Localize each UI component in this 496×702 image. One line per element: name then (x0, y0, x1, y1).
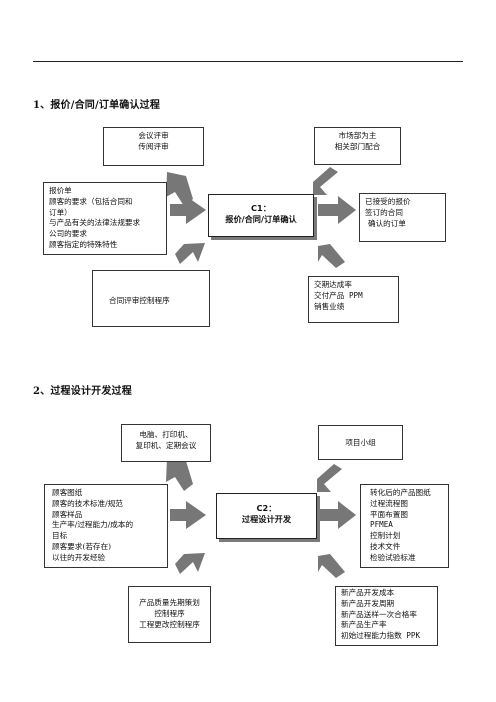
process-box-c1: C1： 报价/合同/订单确认 (208, 194, 314, 237)
box-line: 生产率/过程能力/成本的 (52, 520, 134, 530)
box-line: 电脑、打印机、 (139, 430, 193, 439)
arrow-bottom-left-1 (175, 243, 205, 264)
box-line: 工程更改控制程序 (139, 619, 200, 629)
box-line: 顾客图纸 (52, 488, 83, 497)
box-line: 技术文件 (370, 541, 401, 551)
arrow-bottom-right-1 (318, 244, 345, 268)
arrow-left-2 (170, 501, 206, 529)
box-line: 检验试验标准 (370, 552, 416, 562)
box-line: 与产品有关的法律法规要求 (49, 218, 141, 228)
box-line: 新产品开发成本 (341, 588, 395, 597)
box-line: C2： (256, 503, 277, 513)
box-line: 过程设计开发 (241, 514, 292, 524)
box-line: 以往的开发经验 (52, 552, 106, 562)
box-line: 新产品开发周期 (341, 598, 395, 608)
box-line: 确认的订单 (368, 218, 406, 228)
box-line: 报价单 (49, 186, 72, 195)
who-box-1: 市场部为主 相关部门配合 (314, 127, 401, 165)
box-line: 订单） (49, 207, 72, 217)
box-line: 销售业绩 (314, 301, 345, 311)
inputs-box-1: 报价单 顾客的要求（包括合同和 订单） 与产品有关的法律法规要求 公司的要求 顾… (43, 182, 167, 255)
section2-heading: 2、过程设计开发过程 (33, 386, 132, 397)
box-line: 新产品生产率 (341, 620, 387, 630)
box-line: 顾客要求(若存在) (52, 541, 112, 551)
method-box-2: 产品质量先期策划 控制程序 工程更改控制程序 (128, 586, 211, 643)
box-line: 控制程序 (154, 608, 185, 618)
box-line: 公司的要求 (49, 229, 87, 239)
box-line: 已接受的报价 (365, 197, 411, 206)
box-line: 顾客样品 (52, 509, 83, 519)
box-line: C1： (251, 203, 271, 213)
box-line: 平面布置图 (370, 509, 408, 519)
box-line: 项目小组 (345, 438, 376, 447)
box-line: 传阅评审 (138, 141, 169, 151)
box-line: 初始过程能力指数 PPK (341, 631, 421, 641)
box-line: 复印机、定期会议 (135, 440, 197, 450)
outputs-box-2: 转化后的产品图纸 过程流程图 平面布置图 PFMEA 控制计划 技术文件 检验试… (360, 484, 449, 568)
header-rule (33, 61, 463, 62)
inputs-box-2: 顾客图纸 顾客的技术标准/规范 顾客样品 生产率/过程能力/成本的 目标 顾客要… (44, 484, 168, 568)
who-box-2: 项目小组 (318, 425, 403, 460)
arrow-right-1 (318, 196, 356, 224)
process-box-c2: C2： 过程设计开发 (216, 493, 317, 539)
box-line: 顾客的要求（包括合同和 (49, 196, 133, 206)
box-line: 顾客的技术标准/规范 (52, 498, 123, 508)
kpi-box-1: 交期达成率 交付产品 PPM 销售业绩 (308, 276, 399, 323)
box-line: 交付产品 PPM (314, 290, 363, 300)
outputs-box-1: 已接受的报价 签订的合同 确认的订单 (359, 193, 446, 242)
box-line: 控制计划 (370, 531, 401, 541)
box-line: 产品质量先期策划 (139, 598, 200, 607)
section1-heading: 1、报价/合同/订单确认过程 (33, 100, 161, 111)
box-line: 顾客指定的特殊特性 (49, 239, 118, 249)
box-line: 报价/合同/订单确认 (225, 214, 297, 224)
box-line: 转化后的产品图纸 (370, 488, 431, 497)
arrow-top-right-1 (313, 167, 338, 195)
box-line: 交期达成率 (314, 280, 352, 289)
resources-box-1: 会议评审 传阅评审 (103, 127, 204, 166)
box-line: 市场部为主 (338, 131, 377, 140)
arrow-bottom-right-2 (318, 554, 345, 578)
arrow-right-2 (318, 501, 356, 529)
box-line: 签订的合同 (365, 207, 403, 217)
kpi-box-2: 新产品开发成本 新产品开发周期 新产品送样一次合格率 新产品生产率 初始过程能力… (335, 586, 438, 646)
resources-box-2: 电脑、打印机、 复印机、定期会议 (121, 424, 211, 462)
arrow-top-right-2 (317, 464, 342, 492)
box-line: PFMEA (370, 520, 393, 530)
box-line: 目标 (52, 531, 68, 541)
box-line: 相关部门配合 (334, 141, 381, 151)
arrow-bottom-left-2 (175, 553, 205, 574)
box-line: 会议评审 (138, 131, 169, 140)
box-line: 合同评审控制程序 (109, 296, 170, 305)
method-box-1: 合同评审控制程序 (92, 270, 210, 327)
box-line: 新产品送样一次合格率 (341, 609, 417, 619)
box-line: 过程流程图 (370, 498, 408, 508)
arrow-left-1 (170, 196, 206, 224)
arrow-top-left-2 (166, 457, 193, 491)
